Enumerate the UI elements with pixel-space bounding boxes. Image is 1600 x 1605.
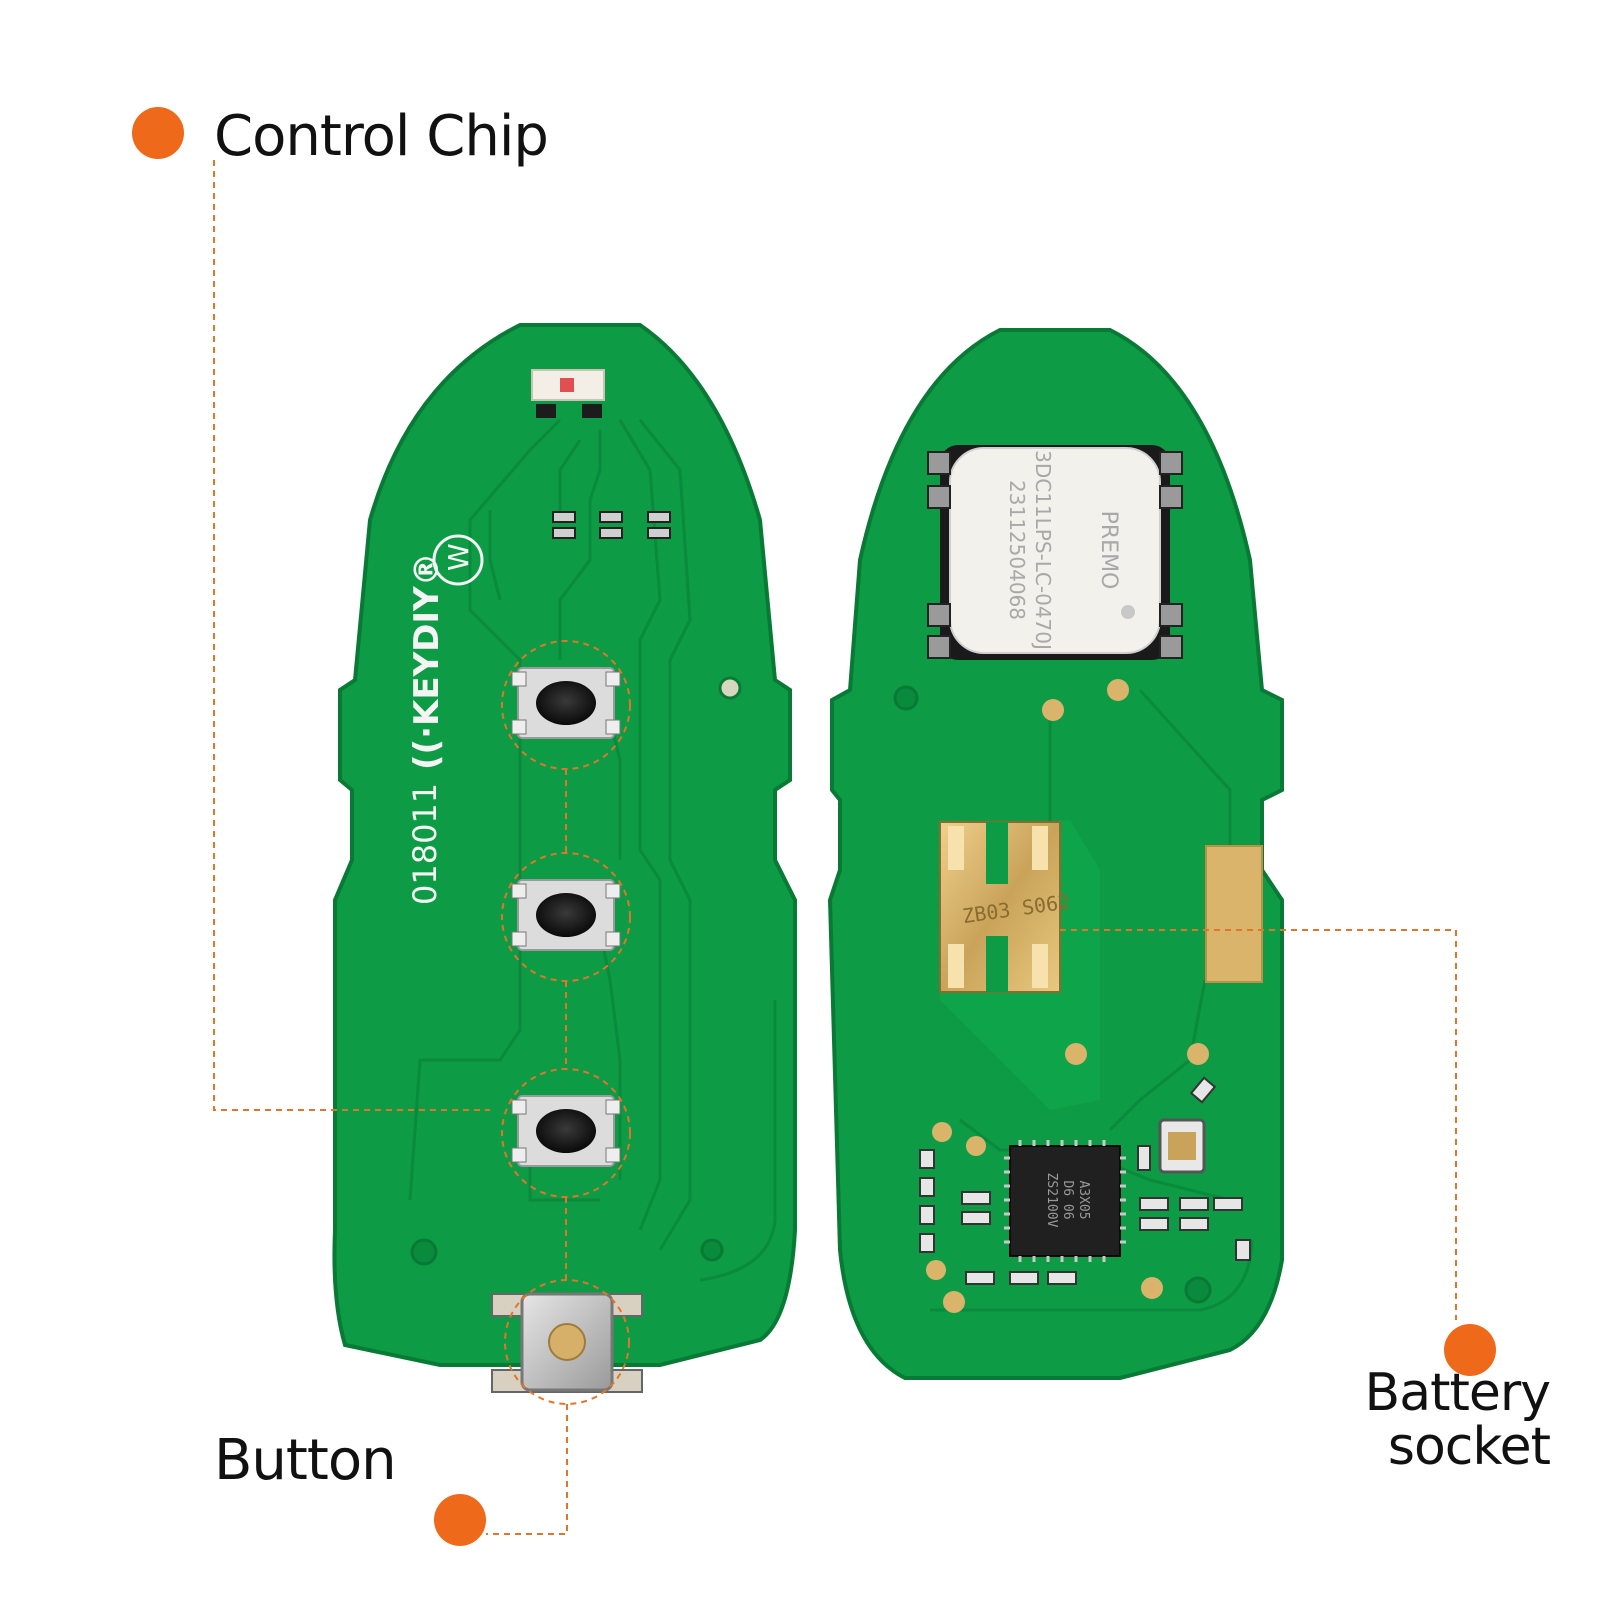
callout-markers — [132, 107, 1496, 1546]
antenna-contact-pad — [1205, 845, 1263, 983]
silkscreen-text: 018011 — [406, 783, 444, 905]
main-ic-chip: A3X05 D6 06 ZS2100V — [1004, 1140, 1126, 1262]
inductor-module: PREMO 3DC11LPS-LC-0470J 23112504068 — [927, 445, 1183, 660]
button-dot — [434, 1494, 486, 1546]
control-chip-dot — [132, 107, 184, 159]
battery-socket-label-line2: socket — [1387, 1417, 1551, 1477]
chip-marking-1: A3X05 — [1076, 1180, 1091, 1219]
control-chip-leader-line — [213, 160, 490, 1111]
passive-components — [919, 1076, 1251, 1285]
brand-logo-text: ((·KEYDIY® — [407, 552, 447, 770]
badge-letter: W — [442, 543, 475, 571]
led-icon — [531, 369, 605, 401]
right-pcb-board: PREMO 3DC11LPS-LC-0470J 23112504068 — [827, 328, 1284, 1380]
button-label: Button — [214, 1428, 397, 1493]
tactile-button — [511, 1095, 621, 1167]
battery-socket-dot — [1444, 1324, 1496, 1376]
battery-socket-leader-line — [1060, 929, 1457, 1320]
module-serial: 23112504068 — [1005, 480, 1029, 620]
module-brand: PREMO — [1096, 511, 1121, 590]
solder-pads — [926, 679, 1209, 1313]
left-pcb-board: 018011 ((·KEYDIY® W — [332, 323, 797, 1405]
model-number: 018011 — [406, 783, 444, 905]
highlight-circles — [501, 640, 631, 1405]
chip-marking-2: D6 06 — [1060, 1180, 1075, 1219]
crystal-oscillator — [1158, 1118, 1206, 1174]
battery-socket-label: Battery socket — [1364, 1363, 1551, 1477]
tactile-button — [511, 879, 621, 951]
battery-socket-label-line1: Battery — [1364, 1363, 1551, 1423]
tactile-button — [511, 667, 621, 739]
badge-icon: W — [432, 534, 484, 586]
smd-components — [552, 511, 671, 539]
battery-clip: ZB03 S062 — [939, 821, 1071, 993]
metal-push-button — [491, 1292, 643, 1393]
control-chip-label: Control Chip — [214, 104, 549, 169]
module-part-number: 3DC11LPS-LC-0470J — [1031, 450, 1055, 650]
chip-marking-3: ZS2100V — [1044, 1173, 1059, 1228]
button-leader-line — [486, 1404, 568, 1535]
